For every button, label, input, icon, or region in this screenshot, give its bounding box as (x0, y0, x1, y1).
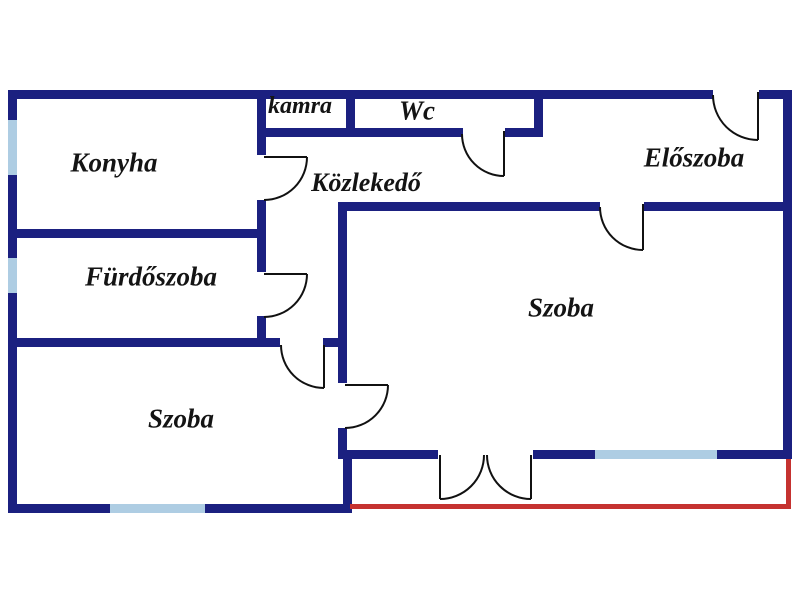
room-label-furdoszoba: Fürdőszoba (84, 261, 218, 292)
wall-eloszoba-bottom-seg1 (338, 202, 600, 211)
terrace-outline (350, 459, 791, 509)
room-label-szoba-big: Szoba (527, 292, 595, 323)
wall-furdo-bottom (8, 338, 280, 347)
wall-left (8, 90, 17, 513)
wall-szoba-bottom-seg1 (338, 450, 438, 459)
wall-bottom-connector (343, 450, 352, 513)
door-entrance-arc (712, 94, 759, 141)
wall-top-right-segment (759, 90, 792, 99)
wall-szoba-left-seg1 (338, 202, 347, 383)
wall-wc-right (534, 99, 543, 137)
door-terrace-double (439, 454, 532, 500)
wall-kamra-bottom (257, 128, 355, 137)
door-between-szobas (344, 384, 389, 429)
wall-right (783, 90, 792, 459)
doors (263, 92, 759, 500)
door-szoba-lower-arc (280, 344, 325, 389)
wall-szoba-left-seg2 (338, 428, 347, 459)
door-furdoszoba-arc (263, 273, 308, 318)
wall-szoba-bottom-seg3 (717, 450, 792, 459)
wall-kamra-right (346, 99, 355, 137)
wall-eloszoba-bottom-seg2 (644, 202, 792, 211)
door-szoba-big-arc (599, 206, 644, 251)
door-between-szobas-arc (344, 384, 389, 429)
door-entrance (712, 92, 759, 141)
wall-szoba-bottom-seg2 (533, 450, 595, 459)
door-terrace-right-arc (486, 454, 532, 500)
door-konyha-arc (263, 156, 308, 201)
door-wc (461, 131, 505, 177)
wall-wc-bottom-seg1 (346, 128, 463, 137)
room-label-kozlekedo: Közlekedő (311, 168, 421, 197)
window-szoba-lower (110, 504, 205, 513)
wall-konyha-furdo-divider (8, 229, 266, 238)
wall-konyha-right-seg3 (257, 316, 266, 347)
door-terrace-left-arc (439, 454, 485, 500)
windows (8, 120, 717, 513)
door-szoba-big (599, 204, 644, 251)
wall-konyha-right-seg1 (257, 99, 266, 155)
room-label-kamra: kamra (267, 93, 333, 119)
terrace-line-bottom (350, 504, 791, 509)
window-konyha (8, 120, 17, 175)
room-label-eloszoba: Előszoba (643, 142, 745, 173)
interior-walls (8, 99, 792, 459)
window-furdoszoba (8, 258, 17, 293)
door-furdoszoba (263, 273, 308, 318)
room-label-szoba-lower: Szoba (147, 403, 215, 434)
room-label-wc: Wc (399, 95, 435, 126)
door-szoba-lower (280, 344, 325, 389)
door-konyha (263, 156, 308, 201)
wall-top-left-segment (8, 90, 713, 99)
room-label-konyha: Konyha (70, 147, 158, 178)
window-szoba-big (595, 450, 717, 459)
wall-wc-bottom-seg2 (505, 128, 543, 137)
wall-kozlekedo-stub (323, 338, 347, 347)
terrace-line-right (786, 459, 791, 509)
door-wc-arc (461, 133, 505, 177)
